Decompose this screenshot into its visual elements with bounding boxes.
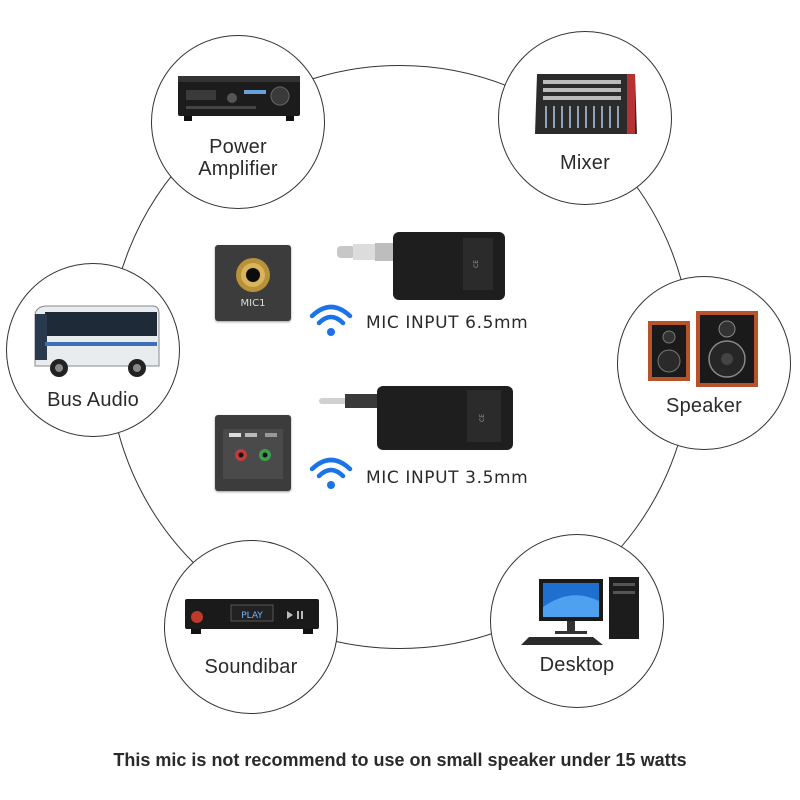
input-label-3-5mm: MIC INPUT 3.5mm bbox=[366, 468, 529, 488]
svg-text:CE: CE bbox=[473, 260, 480, 268]
footer-note: This mic is not recommend to use on smal… bbox=[113, 750, 687, 770]
node-label-line1: Power bbox=[209, 136, 267, 158]
wifi-icon bbox=[309, 304, 353, 336]
node-power-amplifier: Power Amplifier bbox=[151, 35, 325, 209]
soundbar-display: PLAY bbox=[241, 611, 263, 621]
node-mixer: Mixer bbox=[498, 31, 672, 205]
node-desktop: Desktop bbox=[490, 534, 664, 708]
node-label: Bus Audio bbox=[47, 389, 139, 411]
node-soundibar: PLAY Soundibar bbox=[164, 540, 338, 714]
bus-icon bbox=[34, 305, 160, 377]
node-label: Power Amplifier bbox=[152, 136, 324, 180]
audio-port-icon bbox=[223, 429, 283, 479]
node-label: Mixer bbox=[560, 152, 610, 174]
mic1-jack-panel: MIC1 bbox=[215, 245, 291, 321]
node-speaker: Speaker bbox=[617, 276, 791, 450]
desktop-icon bbox=[521, 577, 639, 645]
svg-text:CE: CE bbox=[479, 414, 486, 422]
node-label: Desktop bbox=[539, 654, 615, 676]
audio-port-panel bbox=[215, 415, 291, 491]
soundbar-icon: PLAY bbox=[185, 599, 319, 634]
node-bus-audio: Bus Audio bbox=[6, 263, 180, 437]
receiver-6-5mm-icon: CE bbox=[337, 232, 505, 300]
receiver-3-5mm-icon: CE bbox=[319, 386, 513, 450]
speaker-icon bbox=[648, 311, 758, 387]
wifi-icon bbox=[309, 457, 353, 489]
node-label: Soundibar bbox=[204, 656, 298, 678]
mixer-icon bbox=[535, 74, 637, 134]
mic1-label: MIC1 bbox=[240, 298, 266, 309]
power-amplifier-icon bbox=[178, 76, 300, 121]
node-label: Speaker bbox=[666, 395, 742, 417]
input-label-6-5mm: MIC INPUT 6.5mm bbox=[366, 313, 529, 333]
jack-socket-icon bbox=[236, 258, 270, 292]
node-label-line2: Amplifier bbox=[198, 158, 278, 180]
